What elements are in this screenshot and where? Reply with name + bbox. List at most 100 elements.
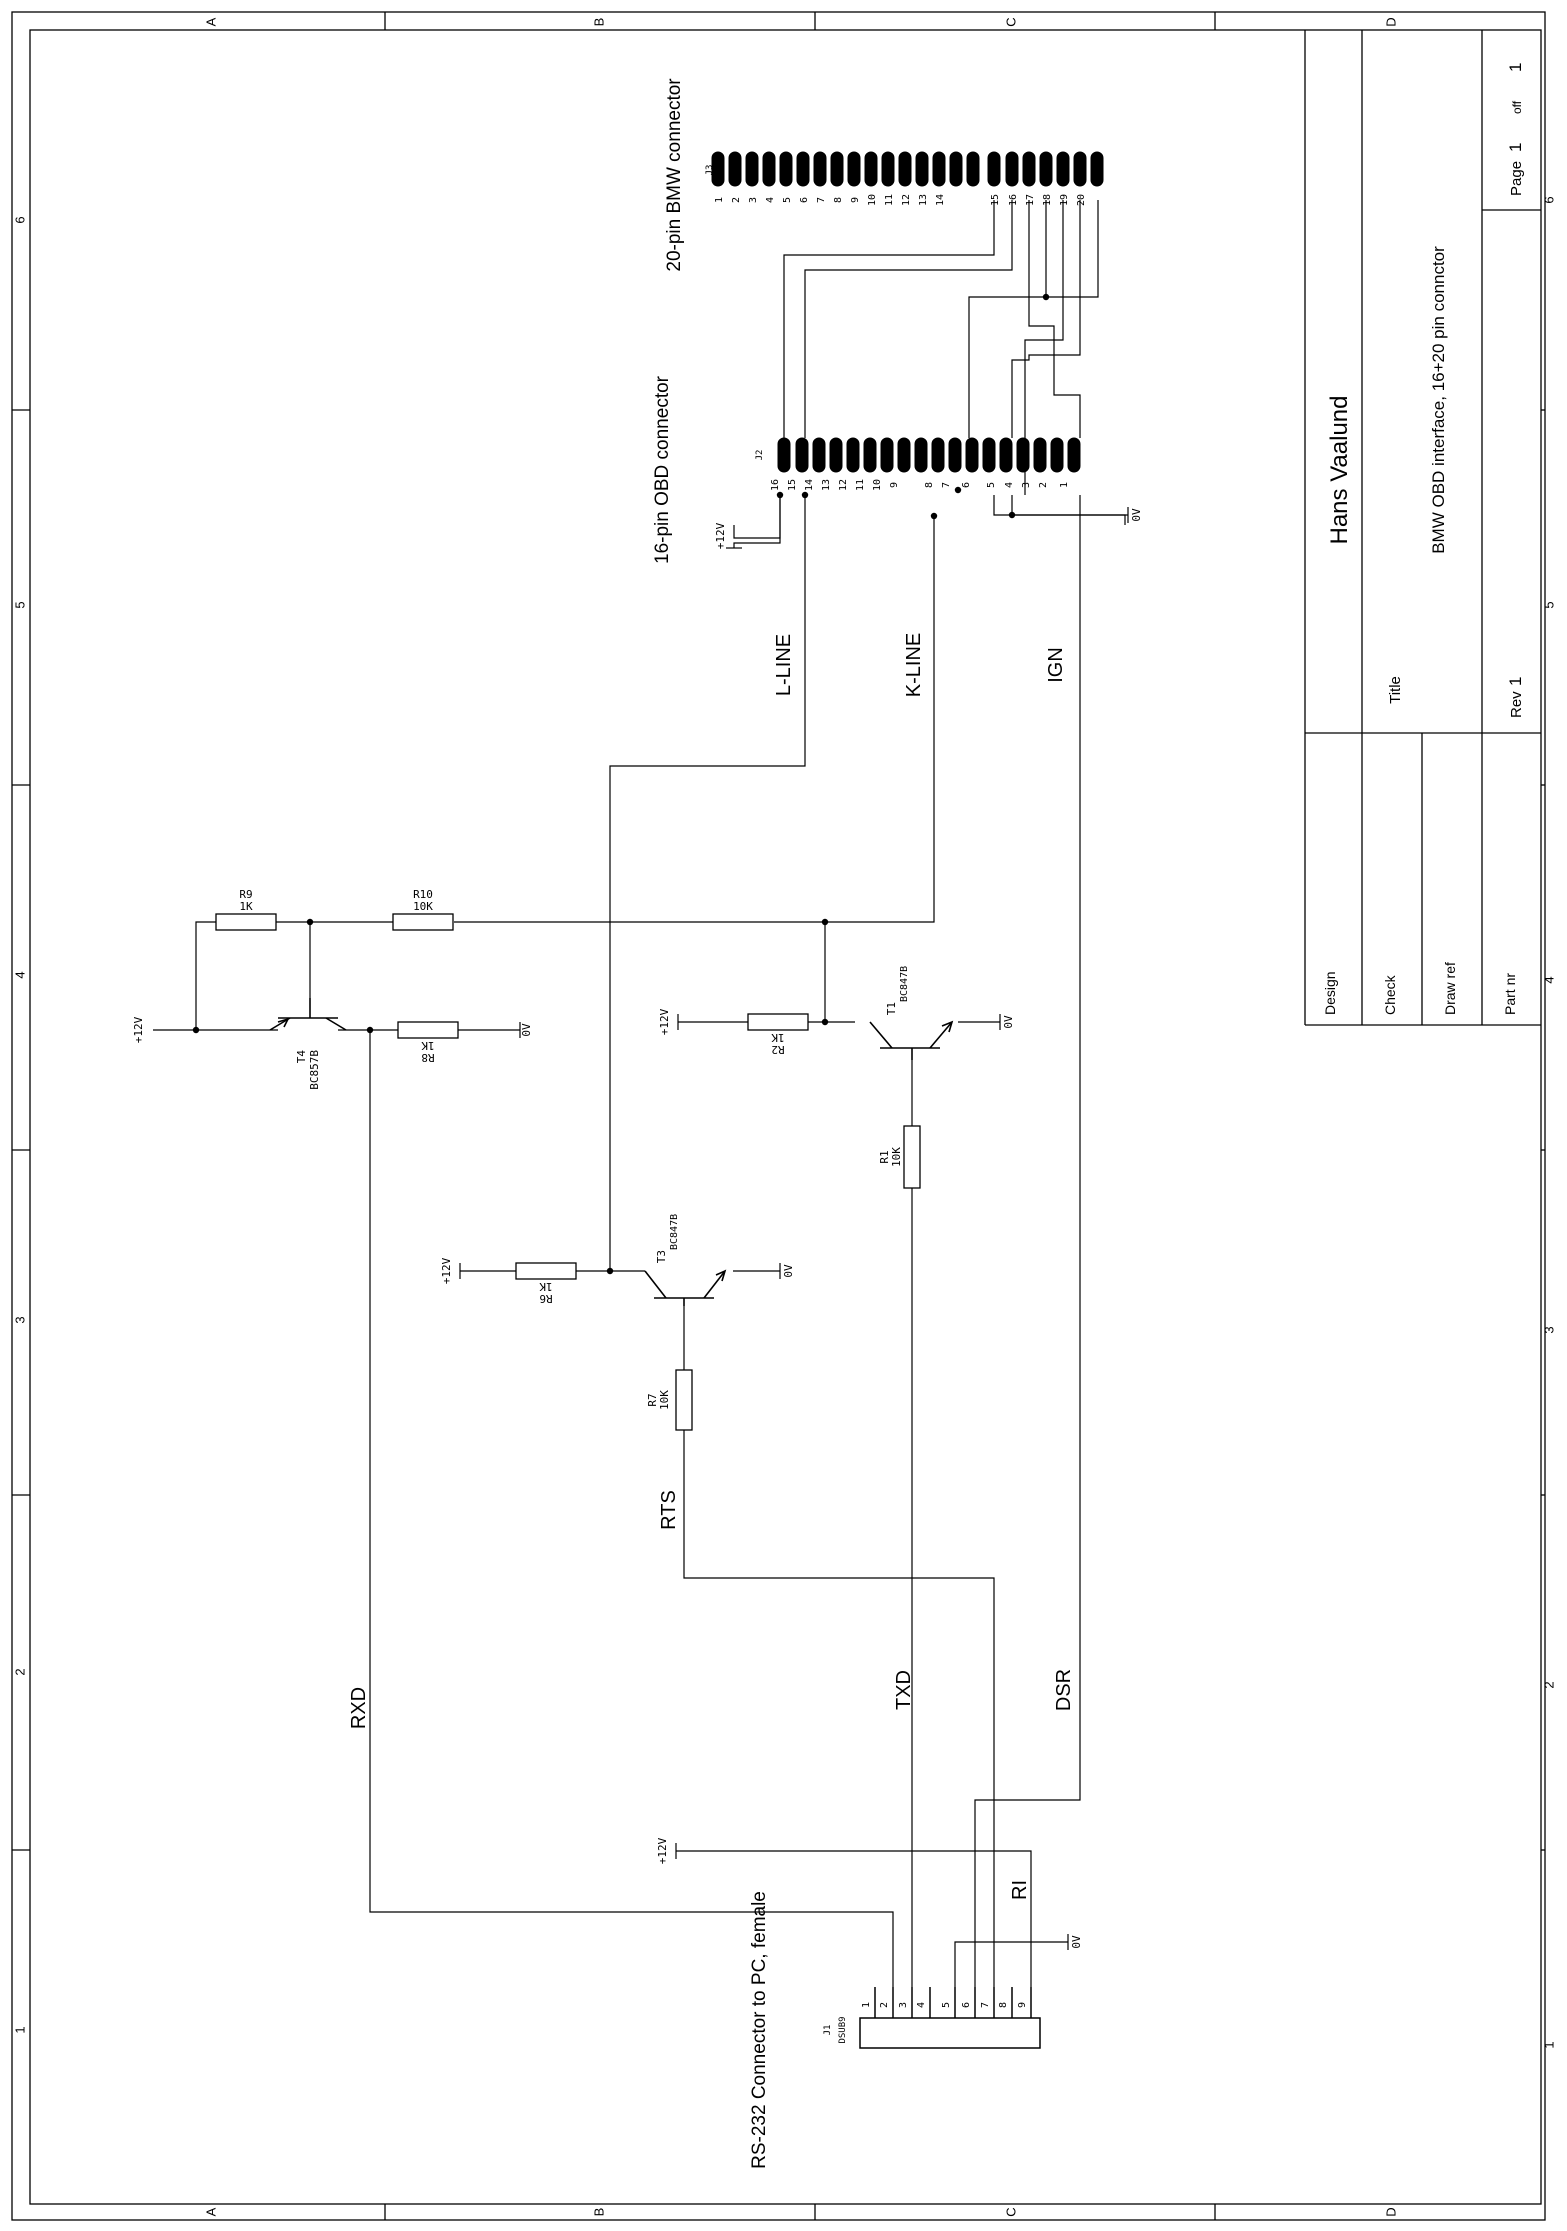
r10-body: [392, 913, 454, 931]
frame-labels: A B C D A B C D 1 2 3 4 5 6 1 2 3 4 5 6: [12, 17, 1556, 2216]
t3-ref: T3: [655, 1250, 668, 1263]
j3-title: 20-pin BMW connector: [664, 78, 685, 272]
r2-body: [747, 1013, 809, 1031]
t4-ref: T4: [295, 1050, 308, 1064]
j2-title: 16-pin OBD connector: [652, 375, 673, 564]
svg-text:5: 5: [782, 197, 793, 203]
j1-pin-numbers: 1 2 3 4 5 6 7 8 9: [861, 2002, 1028, 2008]
j2-ref: J2: [755, 450, 765, 461]
t3-gnd: 0V: [782, 1264, 795, 1278]
col-label-c-top: C: [1003, 17, 1018, 26]
svg-text:4: 4: [1004, 482, 1015, 488]
svg-text:8: 8: [998, 2002, 1009, 2008]
r7-ref: R7: [646, 1393, 659, 1406]
net-dsr: DSR: [1053, 1669, 1075, 1711]
title-label: Title: [1387, 676, 1404, 704]
t1-part: BC847B: [899, 966, 910, 1002]
component-labels: R9 1K R10 10K R8 1K R2 1K R1 10K R6 1K R…: [239, 888, 910, 1410]
svg-text:3: 3: [748, 197, 759, 203]
svg-text:17: 17: [1025, 194, 1036, 206]
svg-text:19: 19: [1059, 194, 1070, 206]
net-rxd: RXD: [348, 1687, 370, 1729]
col-label-b-top: B: [591, 18, 606, 27]
r2-value: 1K: [771, 1031, 785, 1044]
r8-gnd: 0V: [520, 1023, 533, 1037]
pages-total: 1: [1506, 63, 1525, 72]
j1-part: DSUB9: [838, 2016, 848, 2043]
svg-text:12: 12: [838, 479, 849, 491]
j1-ref: J1: [823, 2025, 833, 2036]
svg-text:13: 13: [821, 479, 832, 491]
row-label-4-left: 4: [12, 971, 27, 978]
col-label-d-bottom: D: [1383, 2207, 1398, 2216]
page-label: Page: [1508, 161, 1525, 196]
partnr-label: Part nr: [1502, 973, 1518, 1015]
svg-text:4: 4: [765, 197, 776, 203]
j2-gnd: 0V: [1130, 508, 1143, 522]
r7-value: 10K: [658, 1390, 671, 1410]
t4-plus12v: +12V: [132, 1016, 145, 1043]
j2-pins: [777, 437, 1081, 473]
svg-text:2: 2: [879, 2002, 890, 2008]
r7-body: [675, 1369, 693, 1431]
design-label: Design: [1322, 971, 1338, 1015]
svg-text:8: 8: [924, 482, 935, 488]
col-label-b-bottom: B: [591, 2208, 606, 2217]
row-label-1-right: 1: [1541, 2041, 1556, 2048]
row-label-2-right: 2: [1541, 1681, 1556, 1688]
svg-text:11: 11: [884, 194, 895, 206]
off-label: off: [1510, 100, 1524, 114]
svg-text:7: 7: [816, 197, 827, 203]
svg-text:16: 16: [770, 479, 781, 491]
svg-text:9: 9: [1017, 2002, 1028, 2008]
transistor-t4: [269, 998, 347, 1031]
j3-labels: 20-pin BMW connector J3: [664, 78, 715, 272]
col-label-d-top: D: [1383, 17, 1398, 26]
r9-body: [215, 913, 277, 931]
svg-text:1: 1: [714, 197, 725, 203]
j3-ref: J3: [705, 165, 715, 176]
r6-plus12v: +12V: [440, 1257, 453, 1284]
resistor-bodies: [215, 913, 921, 1431]
r2-plus12v: +12V: [658, 1008, 671, 1035]
j2-plus12v: +12V: [714, 522, 727, 549]
r6-ref: R6: [539, 1292, 552, 1305]
ri-plus12v: +12V: [656, 1837, 669, 1864]
svg-text:1: 1: [861, 2002, 872, 2008]
svg-text:11: 11: [855, 479, 866, 491]
svg-text:15: 15: [990, 194, 1001, 206]
title-block-text: Hans Vaalund Title BMW OBD interface, 16…: [1322, 63, 1525, 1015]
drawing-frame: [11, 11, 1546, 2221]
svg-text:7: 7: [980, 2002, 991, 2008]
t4-part: BC857B: [308, 1050, 321, 1090]
r8-body: [397, 1021, 459, 1039]
svg-text:3: 3: [1021, 482, 1032, 488]
t1-gnd: 0V: [1002, 1015, 1015, 1029]
row-label-3-right: 3: [1541, 1326, 1556, 1333]
row-label-5-left: 5: [12, 601, 27, 608]
col-label-a-bottom: A: [203, 2207, 218, 2216]
svg-text:6: 6: [961, 2002, 972, 2008]
j1-title: RS-232 Connector to PC, female: [749, 1891, 770, 2169]
svg-text:7: 7: [941, 482, 952, 488]
row-label-6-left: 6: [12, 216, 27, 223]
j3-pin-numbers: 1 2 3 4 5 6 7 8 9 10 11 12 13 14 15 16 1…: [714, 194, 1087, 206]
t1-ref: T1: [885, 1002, 898, 1015]
svg-text:1: 1: [1059, 482, 1070, 488]
wires: [153, 200, 1129, 1987]
author-name: Hans Vaalund: [1326, 396, 1353, 545]
r6-body: [515, 1262, 577, 1280]
r6-value: 1K: [539, 1280, 553, 1293]
svg-text:18: 18: [1042, 194, 1053, 206]
r1-value: 10K: [890, 1147, 903, 1167]
r8-ref: R8: [421, 1051, 434, 1064]
svg-text:6: 6: [799, 197, 810, 203]
svg-text:14: 14: [935, 194, 946, 206]
svg-text:2: 2: [1038, 482, 1049, 488]
r1-body: [903, 1125, 921, 1189]
dsub-gnd: 0V: [1070, 1935, 1083, 1949]
net-ri: RI: [1009, 1880, 1031, 1900]
net-ign: IGN: [1045, 647, 1067, 683]
col-label-c-bottom: C: [1003, 2207, 1018, 2216]
